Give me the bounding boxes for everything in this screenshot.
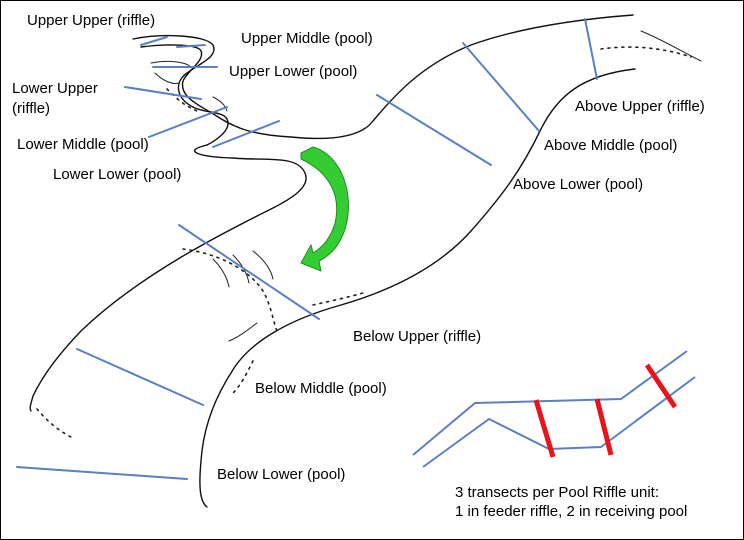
bank-sketch-dashed-3: [232, 360, 254, 394]
bank-sketch-8: [640, 30, 702, 62]
transect-lower-middle: [148, 106, 228, 138]
red-transect-3: [644, 363, 678, 409]
transect-above-middle: [462, 42, 540, 132]
right-bank-upper: [140, 14, 634, 140]
transect-lower-upper: [124, 86, 202, 100]
transect-below-middle: [76, 348, 204, 406]
left-bank-lower: [29, 144, 307, 412]
red-transect-1: [533, 399, 556, 458]
curved-arrow-icon: [300, 146, 349, 272]
bank-sketch-dashed-4: [600, 46, 692, 58]
label-lower-lower: Lower Lower (pool): [53, 166, 182, 183]
label-below-upper: Below Upper (riffle): [353, 328, 482, 345]
bank-sketch-6: [212, 258, 230, 288]
red-transect-2: [594, 398, 614, 456]
bank-sketch-3: [212, 96, 228, 112]
transect-upper-middle: [176, 44, 206, 48]
right-bank-lower: [199, 68, 636, 508]
bank-sketch-7: [228, 322, 258, 342]
transect-lower-lower: [212, 120, 280, 148]
label-upper-lower: Upper Lower (pool): [229, 63, 358, 80]
inset-bank-bottom: [422, 376, 696, 468]
bank-sketch-dashed-6: [36, 408, 72, 438]
inset-schematic: [412, 350, 696, 468]
bank-sketch-2: [154, 72, 180, 84]
label-above-middle: Above Middle (pool): [544, 137, 678, 154]
bank-sketch-dashed-1: [166, 88, 198, 112]
bank-sketch-4: [252, 250, 274, 280]
transect-upper-upper: [140, 36, 168, 46]
caption-line-2: 1 in feeder riffle, 2 in receiving pool: [455, 503, 688, 520]
transect-below-upper: [178, 224, 320, 320]
label-below-lower: Below Lower (pool): [217, 466, 346, 483]
label-upper-upper: Upper Upper (riffle): [27, 12, 156, 29]
label-below-middle: Below Middle (pool): [255, 380, 387, 397]
label-above-lower: Above Lower (pool): [513, 176, 644, 193]
bank-sketch-5: [232, 254, 250, 284]
transect-above-upper: [584, 18, 598, 80]
transect-above-lower: [376, 94, 492, 166]
label-lower-upper-line1: Lower Upper: [12, 80, 98, 97]
left-bank-upper: [132, 34, 229, 146]
label-above-upper: Above Upper (riffle): [575, 98, 705, 115]
caption-line-1: 3 transects per Pool Riffle unit:: [455, 484, 659, 501]
label-upper-middle: Upper Middle (pool): [241, 30, 373, 47]
bank-sketch-dashed-2: [182, 248, 278, 332]
label-lower-middle: Lower Middle (pool): [17, 136, 149, 153]
bank-sketch-dashed-5: [312, 292, 364, 306]
transect-below-lower: [16, 466, 188, 480]
label-lower-upper-line2: (riffle): [12, 100, 51, 117]
